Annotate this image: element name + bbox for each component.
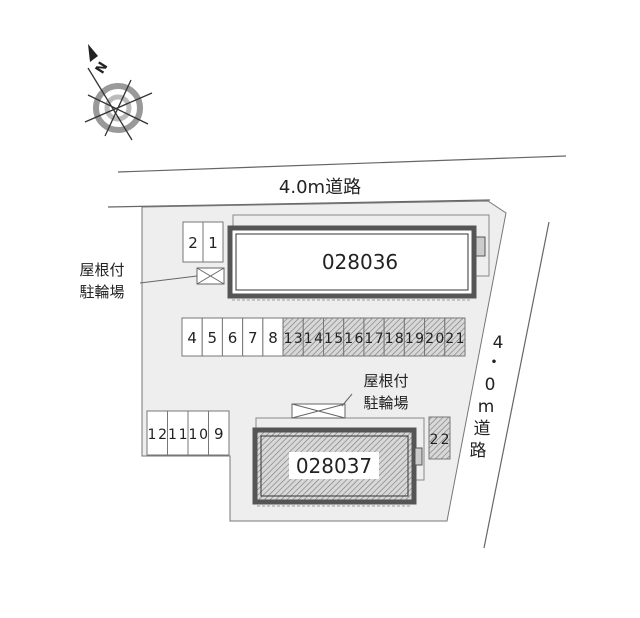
svg-text:4: 4 xyxy=(493,333,504,353)
building-028037[interactable]: 028037 xyxy=(252,417,425,507)
svg-text:路: 路 xyxy=(470,441,487,461)
svg-text:・: ・ xyxy=(486,353,503,373)
bike-parking-label: 駐輪場 xyxy=(363,394,408,412)
parking-space-box xyxy=(428,416,451,460)
parking-space-number: 12 xyxy=(148,427,168,443)
parking-space[interactable]: 5 xyxy=(201,317,223,357)
svg-text:m: m xyxy=(478,397,495,417)
parking-space-number: 13 xyxy=(284,331,303,347)
building-label: 028036 xyxy=(322,250,398,274)
bike-parking-label: 駐輪場 xyxy=(79,283,124,301)
parking-space[interactable]: 8 xyxy=(262,317,284,357)
parking-space-number: 15 xyxy=(324,331,343,347)
parking-space[interactable]: 22 xyxy=(428,416,451,460)
right-road-label: 4 ・ 0 m 道 路 xyxy=(470,333,504,461)
parking-space-number: 14 xyxy=(304,331,323,347)
parking-space-number: 2 xyxy=(188,234,198,252)
building-label: 028037 xyxy=(296,454,372,478)
parking-space-number: 4 xyxy=(187,329,197,347)
parking-space[interactable]: 16 xyxy=(343,317,365,357)
svg-text:道: 道 xyxy=(474,419,491,439)
north-arrow-icon xyxy=(88,44,98,62)
parking-space[interactable]: 10 xyxy=(187,410,209,456)
bike-parking-2: 屋根付 駐輪場 xyxy=(291,372,409,419)
parking-space-number: 8 xyxy=(268,329,278,347)
parking-space[interactable]: 14 xyxy=(302,317,324,357)
parking-space[interactable]: 13 xyxy=(282,317,304,357)
parking-space-number: 10 xyxy=(189,427,209,443)
parking-space-number: 7 xyxy=(248,329,258,347)
parking-space[interactable]: 20 xyxy=(424,317,446,357)
bike-parking-1: 屋根付 駐輪場 xyxy=(79,261,225,301)
parking-space[interactable]: 19 xyxy=(403,317,426,357)
parking-space-number: 16 xyxy=(344,331,363,347)
bike-parking-label: 屋根付 xyxy=(79,261,124,279)
parking-space[interactable]: 11 xyxy=(167,410,189,456)
compass-rose-icon: N xyxy=(84,44,153,141)
svg-text:0: 0 xyxy=(485,375,496,395)
parking-space[interactable]: 18 xyxy=(383,317,405,357)
parking-space-number: 17 xyxy=(364,331,383,347)
parking-space[interactable]: 7 xyxy=(242,317,264,357)
parking-space-number: 6 xyxy=(228,329,238,347)
parking-space[interactable]: 9 xyxy=(208,410,230,456)
parking-space-number: 18 xyxy=(385,331,404,347)
bike-parking-label: 屋根付 xyxy=(363,372,408,390)
parking-space-box xyxy=(202,221,224,263)
parking-space[interactable]: 4 xyxy=(181,317,203,357)
stairs-icon xyxy=(414,447,423,466)
parking-space-number: 11 xyxy=(168,427,188,443)
parking-space-number: 21 xyxy=(445,331,464,347)
parking-space-number: 20 xyxy=(425,331,444,347)
parking-space[interactable]: 12 xyxy=(146,410,168,456)
top-road-label: 4.0m道路 xyxy=(279,177,361,198)
parking-space-number: 1 xyxy=(208,234,218,252)
parking-space-box xyxy=(444,317,466,357)
parking-space-number: 9 xyxy=(214,425,224,443)
parking-space[interactable]: 2 xyxy=(182,221,204,263)
parking-space[interactable]: 6 xyxy=(221,317,244,357)
parking-space-box xyxy=(208,410,230,456)
north-label: N xyxy=(93,60,111,77)
parking-space[interactable]: 17 xyxy=(363,317,385,357)
roads xyxy=(107,155,567,549)
parking-space-number: 5 xyxy=(208,329,218,347)
stairs-icon xyxy=(475,236,486,257)
parking-space-number: 19 xyxy=(405,331,424,347)
building-028036[interactable]: 028036 xyxy=(227,214,490,301)
parking-space[interactable]: 15 xyxy=(323,317,345,357)
parking-space[interactable]: 1 xyxy=(202,221,224,263)
parking-space[interactable]: 21 xyxy=(444,317,466,357)
